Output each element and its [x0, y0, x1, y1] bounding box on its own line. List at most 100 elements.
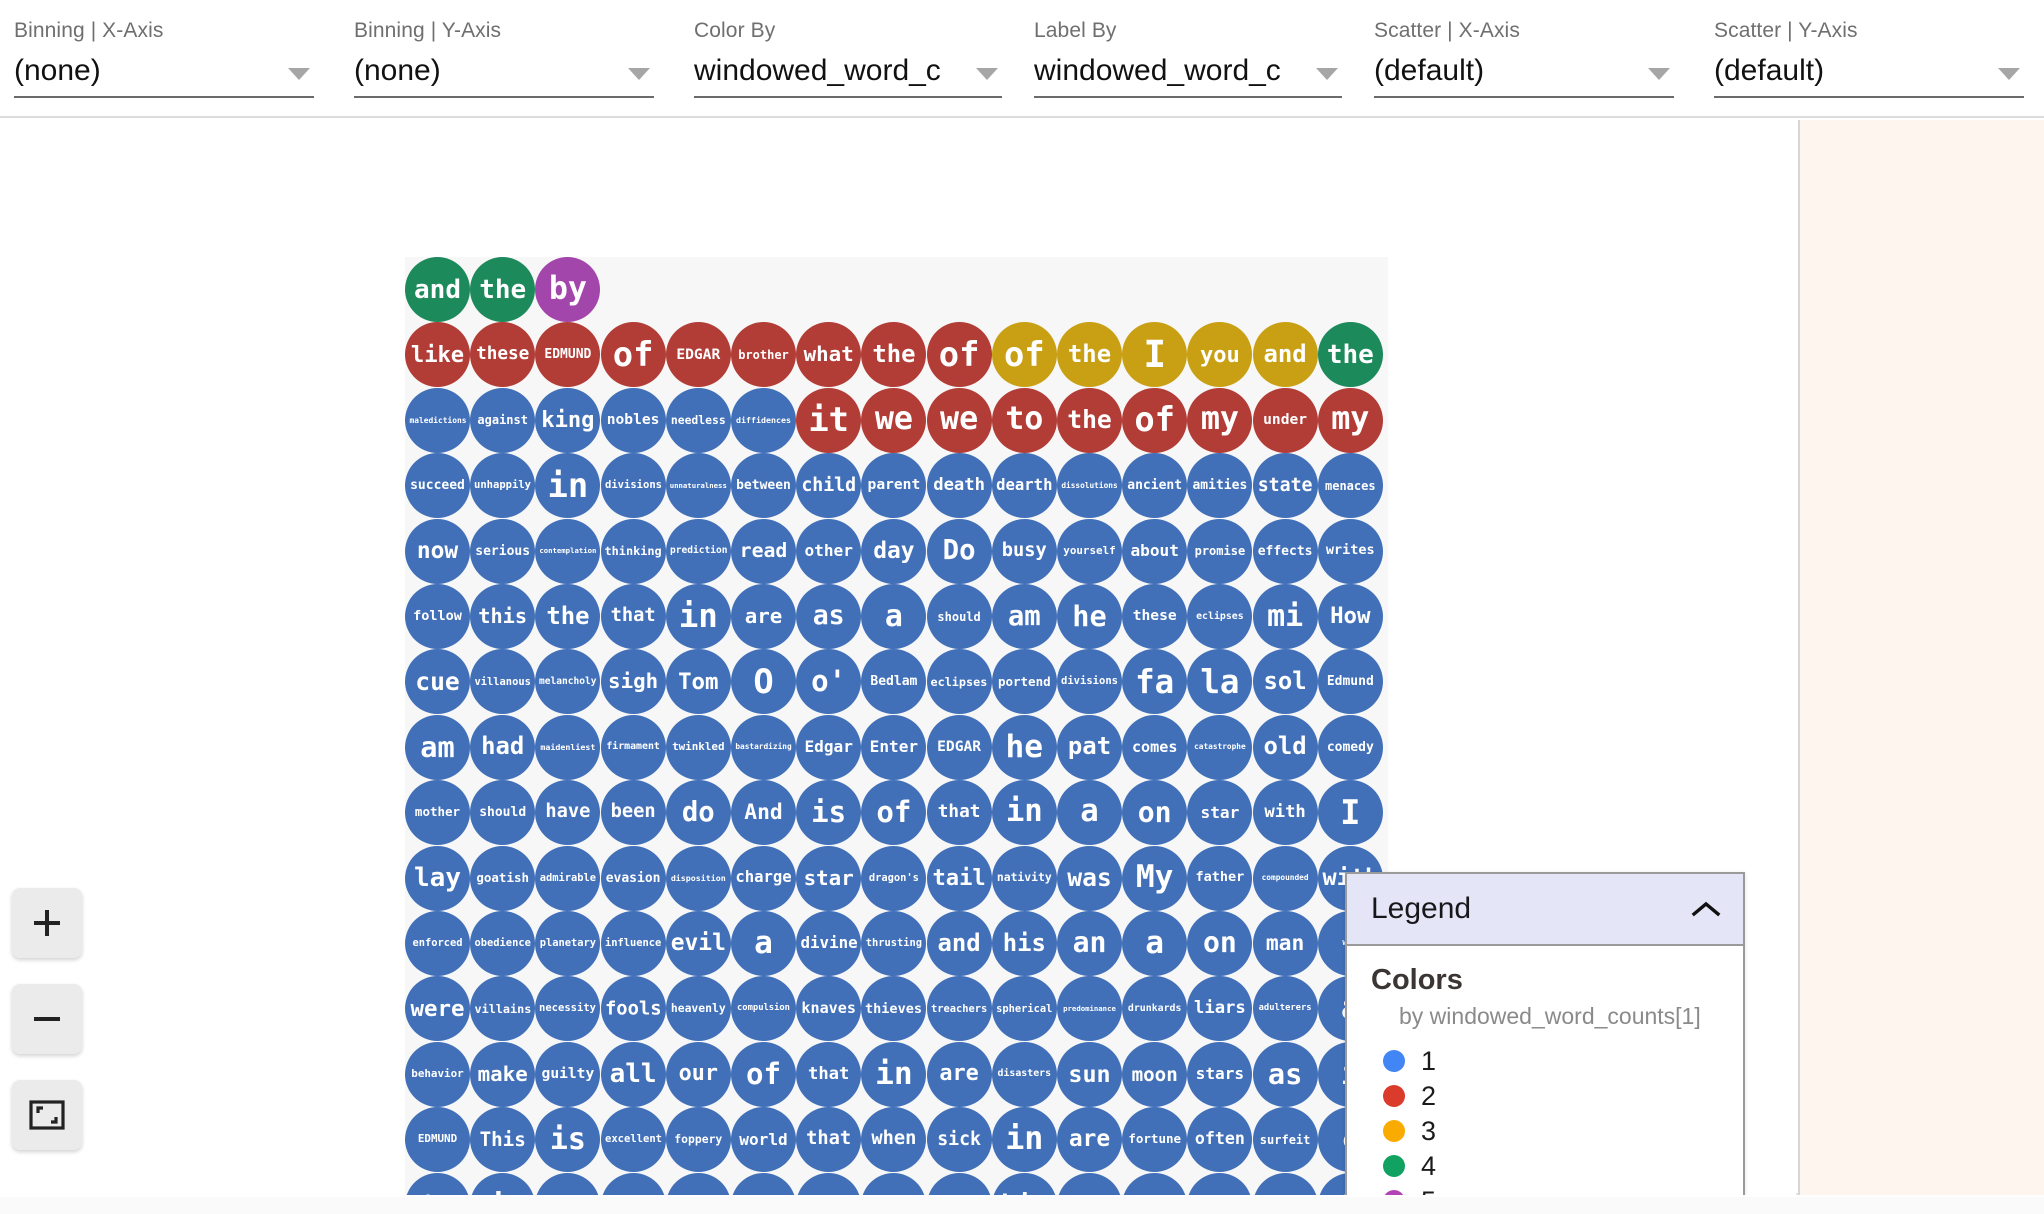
- bubble-point[interactable]: true: [731, 1172, 796, 1195]
- bubble-point[interactable]: fa: [1122, 649, 1188, 715]
- bubble-point[interactable]: and: [405, 257, 470, 322]
- bubble-point[interactable]: we: [861, 387, 927, 453]
- bubble-point[interactable]: honesty: [1122, 1172, 1188, 1195]
- bubble-point[interactable]: cue: [405, 649, 470, 715]
- bubble-point[interactable]: thieves: [861, 976, 927, 1042]
- bubble-point[interactable]: planetary: [535, 911, 601, 976]
- bubble-point[interactable]: My: [1122, 845, 1188, 911]
- bubble-point[interactable]: Bedlam: [861, 649, 927, 715]
- bubble-point[interactable]: follow: [405, 584, 470, 649]
- bubble-point[interactable]: between: [731, 453, 796, 519]
- bubble-point[interactable]: liars: [1187, 976, 1253, 1042]
- bubble-point[interactable]: necessity: [535, 976, 601, 1042]
- bubble-point[interactable]: pat: [1057, 714, 1122, 780]
- bubble-point[interactable]: And: [600, 1172, 666, 1195]
- bubble-point[interactable]: 'Tis: [1187, 1172, 1253, 1195]
- bubble-point[interactable]: tail: [926, 845, 992, 911]
- bubble-point[interactable]: have: [535, 780, 601, 846]
- bubble-point[interactable]: charge: [731, 845, 796, 911]
- bubble-point[interactable]: comes: [1122, 714, 1188, 780]
- bubble-point[interactable]: prediction: [665, 518, 731, 584]
- bubble-point[interactable]: star: [1187, 780, 1253, 846]
- bubble-point[interactable]: world: [731, 1107, 796, 1173]
- bubble-point[interactable]: contemplation: [535, 518, 601, 584]
- bubble-point[interactable]: all: [600, 1041, 666, 1107]
- bubble-point[interactable]: amities: [1187, 453, 1253, 519]
- bubble-point[interactable]: bastardizing: [731, 714, 796, 780]
- dropdown-color-by[interactable]: windowed_word_c: [694, 52, 1002, 98]
- bubble-point[interactable]: the: [1057, 387, 1122, 453]
- bubble-point[interactable]: succeed: [405, 453, 470, 519]
- bubble-point[interactable]: were: [405, 976, 470, 1042]
- bubble-point[interactable]: am: [405, 714, 470, 780]
- bubble-point[interactable]: day: [861, 518, 927, 584]
- bubble-point[interactable]: on: [1122, 780, 1188, 846]
- bubble-point[interactable]: the: [535, 584, 601, 649]
- bubble-point[interactable]: stars: [1187, 1041, 1253, 1107]
- bubble-point[interactable]: with: [1252, 780, 1318, 846]
- bubble-point[interactable]: man: [1252, 911, 1318, 976]
- bubble-point[interactable]: I: [1122, 322, 1188, 388]
- bubble-point[interactable]: my: [1187, 387, 1253, 453]
- bubble-point[interactable]: parent: [861, 453, 927, 519]
- legend-panel[interactable]: Legend Colors by windowed_word_counts[1]…: [1345, 872, 1745, 1195]
- bubble-point[interactable]: EDGAR: [926, 714, 992, 780]
- bubble-point[interactable]: star: [796, 845, 862, 911]
- bubble-point[interactable]: effects: [1252, 518, 1318, 584]
- bubble-point[interactable]: of: [861, 780, 927, 846]
- bubble-point[interactable]: are: [731, 584, 796, 649]
- bubble-point[interactable]: And: [731, 780, 796, 846]
- bubble-point[interactable]: treachers: [926, 976, 992, 1042]
- bubble-point[interactable]: catastrophe: [1187, 714, 1253, 780]
- bubble-point[interactable]: should: [926, 584, 992, 649]
- bubble-point[interactable]: he: [1057, 584, 1122, 649]
- bubble-point[interactable]: maidenliest: [535, 714, 601, 780]
- bubble-point[interactable]: How: [1317, 584, 1383, 649]
- chevron-up-icon[interactable]: [1691, 900, 1721, 918]
- bubble-point[interactable]: behavior: [405, 1041, 470, 1107]
- zoom-out-button[interactable]: [12, 984, 82, 1054]
- bubble-point[interactable]: I: [1317, 780, 1383, 846]
- bubble-point[interactable]: villains: [470, 976, 536, 1042]
- bubble-point[interactable]: a: [861, 584, 927, 649]
- bubble-point[interactable]: fools: [600, 976, 666, 1042]
- bubble-point[interactable]: twinkled: [665, 714, 731, 780]
- bubble-point[interactable]: what: [796, 322, 862, 388]
- bubble-point[interactable]: obedience: [470, 911, 536, 976]
- bubble-point[interactable]: busy: [991, 518, 1057, 584]
- bubble-point[interactable]: father: [1187, 845, 1253, 911]
- bubble-point[interactable]: you: [1187, 322, 1253, 388]
- bubble-point[interactable]: portend: [991, 649, 1057, 715]
- bubble-point[interactable]: knaves: [796, 976, 862, 1042]
- bubble-point[interactable]: sigh: [600, 649, 666, 715]
- bubble-point[interactable]: melancholy: [535, 649, 601, 715]
- bubble-point[interactable]: a: [731, 911, 796, 976]
- bubble-point[interactable]: often: [1187, 1107, 1253, 1173]
- bubble-point[interactable]: nobles: [600, 387, 666, 453]
- bubble-point[interactable]: by: [535, 257, 601, 322]
- bubble-point[interactable]: O: [731, 649, 796, 715]
- legend-item[interactable]: 5: [1371, 1184, 1719, 1195]
- bubble-point[interactable]: Tom: [665, 649, 731, 715]
- bubble-point[interactable]: dearth: [991, 453, 1057, 519]
- bubble-point[interactable]: eclipses: [1187, 584, 1253, 649]
- bubble-point[interactable]: eclipses: [926, 649, 992, 715]
- bubble-point[interactable]: mother: [405, 780, 470, 846]
- bubble-point[interactable]: the: [470, 257, 536, 322]
- bubble-point[interactable]: compulsion: [731, 976, 796, 1042]
- bubble-point[interactable]: these: [470, 322, 536, 388]
- bubble-point[interactable]: sun: [1057, 1041, 1122, 1107]
- bubble-point[interactable]: in: [665, 584, 731, 649]
- bubble-point[interactable]: old: [1252, 714, 1318, 780]
- bubble-point[interactable]: is: [535, 1107, 601, 1173]
- bubble-point[interactable]: dissolutions: [1057, 453, 1122, 519]
- bubble-point[interactable]: that: [600, 584, 666, 649]
- bubble-point[interactable]: his: [991, 1172, 1057, 1195]
- bubble-point[interactable]: state: [1252, 453, 1318, 519]
- bubble-point[interactable]: strange: [1252, 1172, 1318, 1195]
- bubble-point[interactable]: disasters: [991, 1041, 1057, 1107]
- bubble-point[interactable]: disposition: [665, 845, 731, 911]
- bubble-point[interactable]: excellent: [600, 1107, 666, 1173]
